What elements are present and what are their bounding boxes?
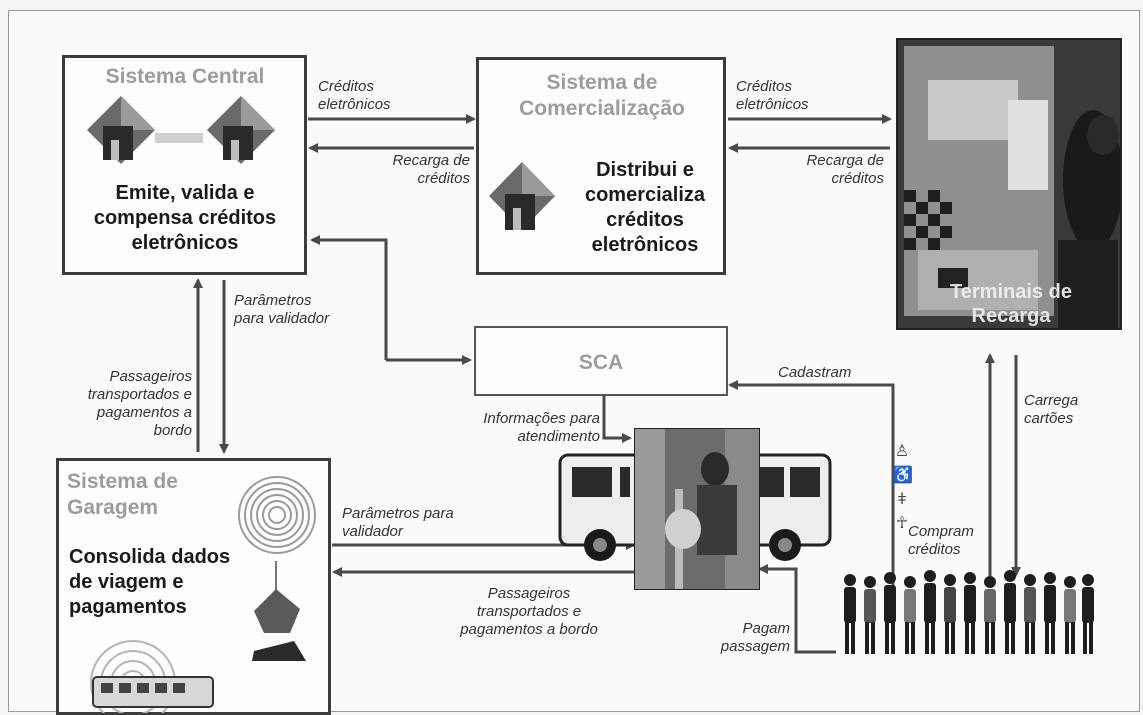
label-parametros-validador-1: Parâmetros para validador — [234, 292, 329, 328]
sistema-garagem-box: Sistema de Garagem Consolida dados de vi… — [56, 458, 331, 715]
central-desc-line-1: Emite, valida e — [115, 182, 255, 204]
label-creditos-2-line-2: eletrônicos — [736, 96, 809, 113]
label-creditos-eletronicos-1: Créditos eletrônicos — [318, 78, 391, 114]
comercializacao-title: Sistema de Comercialização — [479, 70, 725, 122]
label-parametros-2-line-1: Parâmetros para — [342, 505, 454, 522]
label-passageiros-1-line-2: transportados e — [87, 386, 192, 403]
crowd-icon — [844, 570, 1094, 654]
label-pagam-line-2: passagem — [720, 638, 790, 655]
label-carrega-cartoes: Carrega cartões — [1024, 392, 1078, 428]
label-recarga-1-line-2: créditos — [417, 170, 470, 187]
label-carrega-line-2: cartões — [1024, 410, 1074, 427]
comercializacao-title-line-1: Sistema de — [546, 71, 658, 94]
label-compram-creditos: Compram créditos — [908, 523, 974, 559]
label-passageiros-2-line-1: Passageiros — [487, 585, 571, 602]
label-pagam-line-1: Pagam — [742, 620, 790, 637]
sca-box: SCA — [474, 326, 728, 396]
garagem-title-line-2: Garagem — [67, 496, 159, 519]
garagem-title: Sistema de Garagem — [67, 469, 178, 521]
label-informacoes-line-1: Informações para — [483, 410, 600, 427]
label-recarga-1-line-1: Recarga de — [392, 152, 470, 169]
label-recarga-creditos-1: Recarga de créditos — [360, 152, 470, 188]
label-informacoes-line-2: atendimento — [517, 428, 600, 445]
terminais-title: Terminais de Recarga — [898, 280, 1120, 328]
label-creditos-1-line-1: Créditos — [318, 78, 374, 95]
terminais-title-line-1: Terminais de — [950, 281, 1072, 303]
sistema-central-title: Sistema Central — [105, 65, 265, 88]
runner-icon: ☥ — [896, 515, 908, 532]
garagem-desc-line-2: de viagem e — [69, 571, 184, 593]
garagem-title-line-1: Sistema de — [67, 470, 178, 493]
label-parametros-1-line-1: Parâmetros — [234, 292, 312, 309]
label-pagam-passagem: Pagam passagem — [690, 620, 790, 656]
label-parametros-1-line-2: para validador — [234, 310, 330, 327]
label-passageiros-transportados-2: Passageiros transportados e pagamentos a… — [444, 585, 614, 639]
garage-bus-icon — [90, 640, 214, 713]
arrow-cadastram — [728, 380, 895, 590]
garagem-desc-line-3: pagamentos — [69, 596, 187, 618]
label-parametros-2-line-2: validador — [342, 523, 403, 540]
fingerprint-icon — [238, 476, 316, 554]
sistema-comercializacao-box: Sistema de Comercialização Distribui e c… — [476, 57, 726, 275]
garagem-desc-line-1: Consolida dados — [69, 546, 231, 568]
label-creditos-eletronicos-2: Créditos eletrônicos — [736, 78, 809, 114]
cane-icon: ǂ — [897, 491, 907, 508]
label-passageiros-2-line-3: pagamentos a bordo — [460, 621, 598, 638]
comercializacao-desc: Distribui e comercializa créditos eletrô… — [567, 158, 723, 258]
terminais-recarga-photo: Terminais de Recarga — [896, 38, 1122, 330]
pedestrian-icon: ♙ — [894, 443, 910, 460]
wheelchair-icon: ♿ — [893, 467, 913, 484]
terminais-title-line-2: Recarga — [971, 305, 1051, 327]
bus-interior-photo — [634, 428, 760, 590]
comercializacao-desc-line-3: créditos — [606, 209, 684, 231]
sca-title: SCA — [578, 351, 624, 374]
label-passageiros-2-line-2: transportados e — [476, 603, 582, 620]
label-compram-line-2: créditos — [908, 541, 961, 558]
sistema-central-desc: Emite, valida e compensa créditos eletrô… — [65, 181, 305, 256]
central-desc-line-3: eletrônicos — [131, 232, 239, 254]
comercializacao-desc-line-4: eletrônicos — [591, 234, 699, 256]
label-carrega-line-1: Carrega — [1024, 392, 1079, 409]
label-informacoes-atendimento: Informações para atendimento — [440, 410, 600, 446]
label-creditos-1-line-2: eletrônicos — [318, 96, 391, 113]
label-passageiros-1-line-4: bordo — [153, 422, 192, 439]
label-recarga-2-line-2: créditos — [831, 170, 884, 187]
label-passageiros-1-line-1: Passageiros — [109, 368, 192, 385]
arrow-sca-to-central — [310, 235, 388, 360]
comercializacao-desc-line-1: Distribui e — [596, 159, 694, 181]
label-passageiros-transportados-1: Passageiros transportados e pagamentos a… — [60, 368, 192, 440]
label-recarga-2-line-1: Recarga de — [806, 152, 884, 169]
accessibility-icons: ♙ ♿ ǂ ☥ — [893, 440, 913, 536]
arrow-pagam — [758, 564, 836, 654]
house-icon — [489, 162, 555, 230]
label-cadastram: Cadastram — [778, 364, 852, 381]
label-parametros-validador-2: Parâmetros para validador — [342, 505, 454, 541]
label-creditos-2-line-1: Créditos — [736, 78, 792, 95]
label-recarga-creditos-2: Recarga de créditos — [770, 152, 884, 188]
comercializacao-title-line-2: Comercialização — [519, 97, 685, 120]
central-desc-line-2: compensa créditos — [93, 207, 277, 229]
label-passageiros-1-line-3: pagamentos a — [96, 404, 192, 421]
arrow-sca-to-atendimento — [602, 395, 632, 443]
house-network-icon — [87, 96, 275, 164]
scanner-icon — [252, 561, 306, 661]
sistema-central-box: Sistema Central Emite, valida e compensa… — [62, 55, 307, 275]
garagem-desc: Consolida dados de viagem e pagamentos — [69, 545, 230, 620]
comercializacao-desc-line-2: comercializa — [584, 184, 706, 206]
label-compram-line-1: Compram — [908, 523, 974, 540]
